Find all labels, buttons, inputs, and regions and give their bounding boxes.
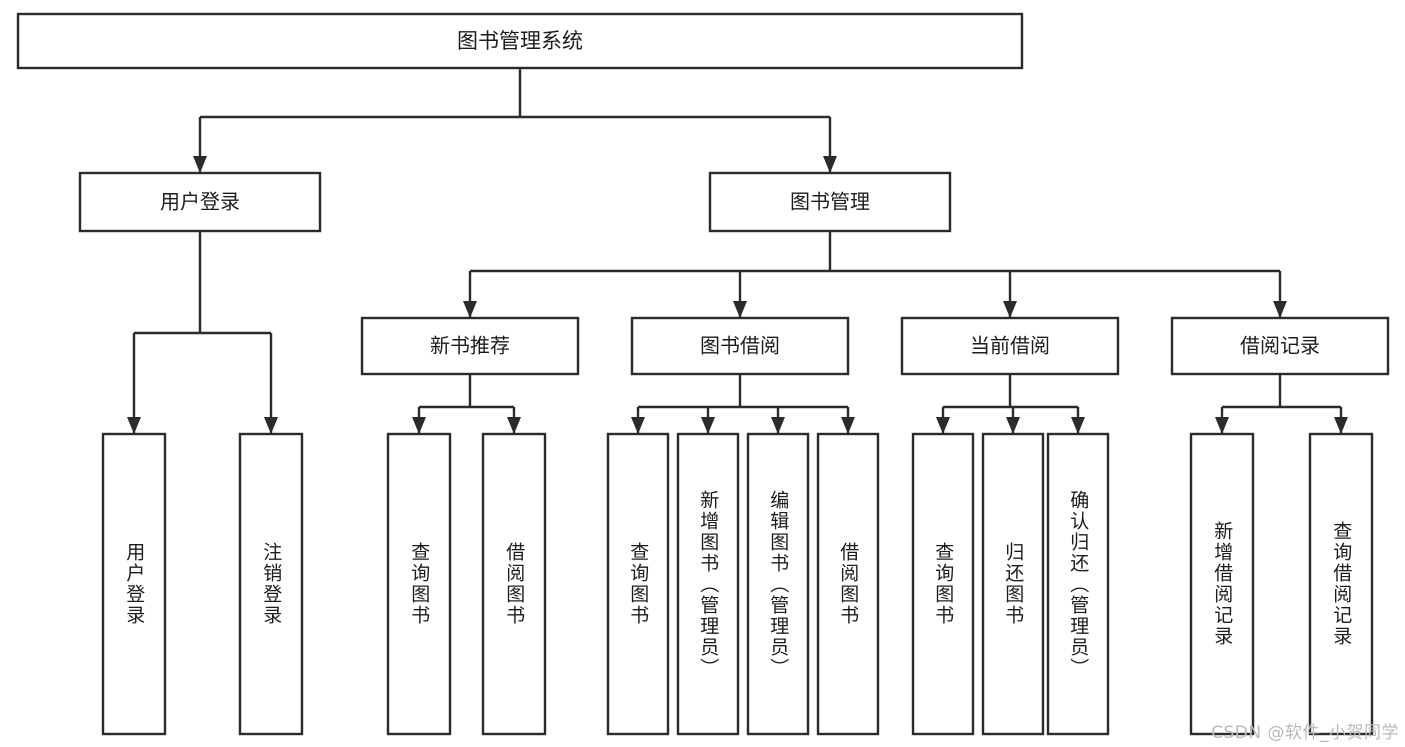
- arrow-head-icon: [507, 417, 521, 434]
- arrow-head-icon: [701, 417, 715, 434]
- arrow-head-icon: [841, 417, 855, 434]
- node-root-label: 图书管理系统: [457, 29, 583, 53]
- node-leaf-5[interactable]: [676, 432, 740, 736]
- node-level1-1[interactable]: [708, 171, 952, 233]
- arrow-head-icon: [1006, 417, 1020, 434]
- arrow-head-icon: [463, 301, 477, 318]
- node-leaf-8[interactable]: [911, 432, 975, 736]
- arrow-head-icon: [193, 156, 207, 173]
- arrow-head-icon: [733, 301, 747, 318]
- watermark: CSDN @软件_小贺同学: [1211, 723, 1399, 743]
- node-leaf-2[interactable]: [386, 432, 452, 736]
- arrow-head-icon: [1071, 417, 1085, 434]
- node-level2-label-0: 新书推荐: [430, 334, 510, 358]
- node-level2-label-3: 借阅记录: [1240, 334, 1320, 358]
- arrow-head-icon: [1215, 417, 1229, 434]
- node-level2-0[interactable]: [360, 316, 580, 376]
- node-level1-label-1: 图书管理: [790, 190, 870, 214]
- node-level2-2[interactable]: [900, 316, 1120, 376]
- node-leaf-10[interactable]: [1046, 432, 1110, 736]
- node-leaf-4[interactable]: [606, 432, 670, 736]
- arrow-head-icon: [412, 417, 426, 434]
- arrow-head-icon: [771, 417, 785, 434]
- node-level2-1[interactable]: [630, 316, 850, 376]
- arrow-head-icon: [1334, 417, 1348, 434]
- node-root[interactable]: [16, 12, 1024, 70]
- arrow-head-icon: [823, 156, 837, 173]
- node-leaf-3[interactable]: [481, 432, 547, 736]
- box-layer: [16, 12, 1390, 736]
- node-leaf-1[interactable]: [238, 432, 304, 736]
- node-level2-label-1: 图书借阅: [700, 334, 780, 358]
- node-leaf-9[interactable]: [981, 432, 1045, 736]
- node-level1-0[interactable]: [78, 171, 322, 233]
- arrow-head-icon: [127, 417, 141, 434]
- node-leaf-0[interactable]: [101, 432, 167, 736]
- node-level2-label-2: 当前借阅: [970, 334, 1050, 358]
- arrow-head-icon: [1273, 301, 1287, 318]
- node-level1-label-0: 用户登录: [160, 190, 240, 214]
- arrow-head-icon: [631, 417, 645, 434]
- arrow-head-icon: [1003, 301, 1017, 318]
- connector-layer: [127, 68, 1348, 434]
- node-level2-3[interactable]: [1170, 316, 1390, 376]
- node-leaf-6[interactable]: [746, 432, 810, 736]
- arrow-head-icon: [264, 417, 278, 434]
- arrow-head-icon: [936, 417, 950, 434]
- node-leaf-12[interactable]: [1308, 432, 1374, 736]
- node-leaf-11[interactable]: [1189, 432, 1255, 736]
- node-leaf-7[interactable]: [816, 432, 880, 736]
